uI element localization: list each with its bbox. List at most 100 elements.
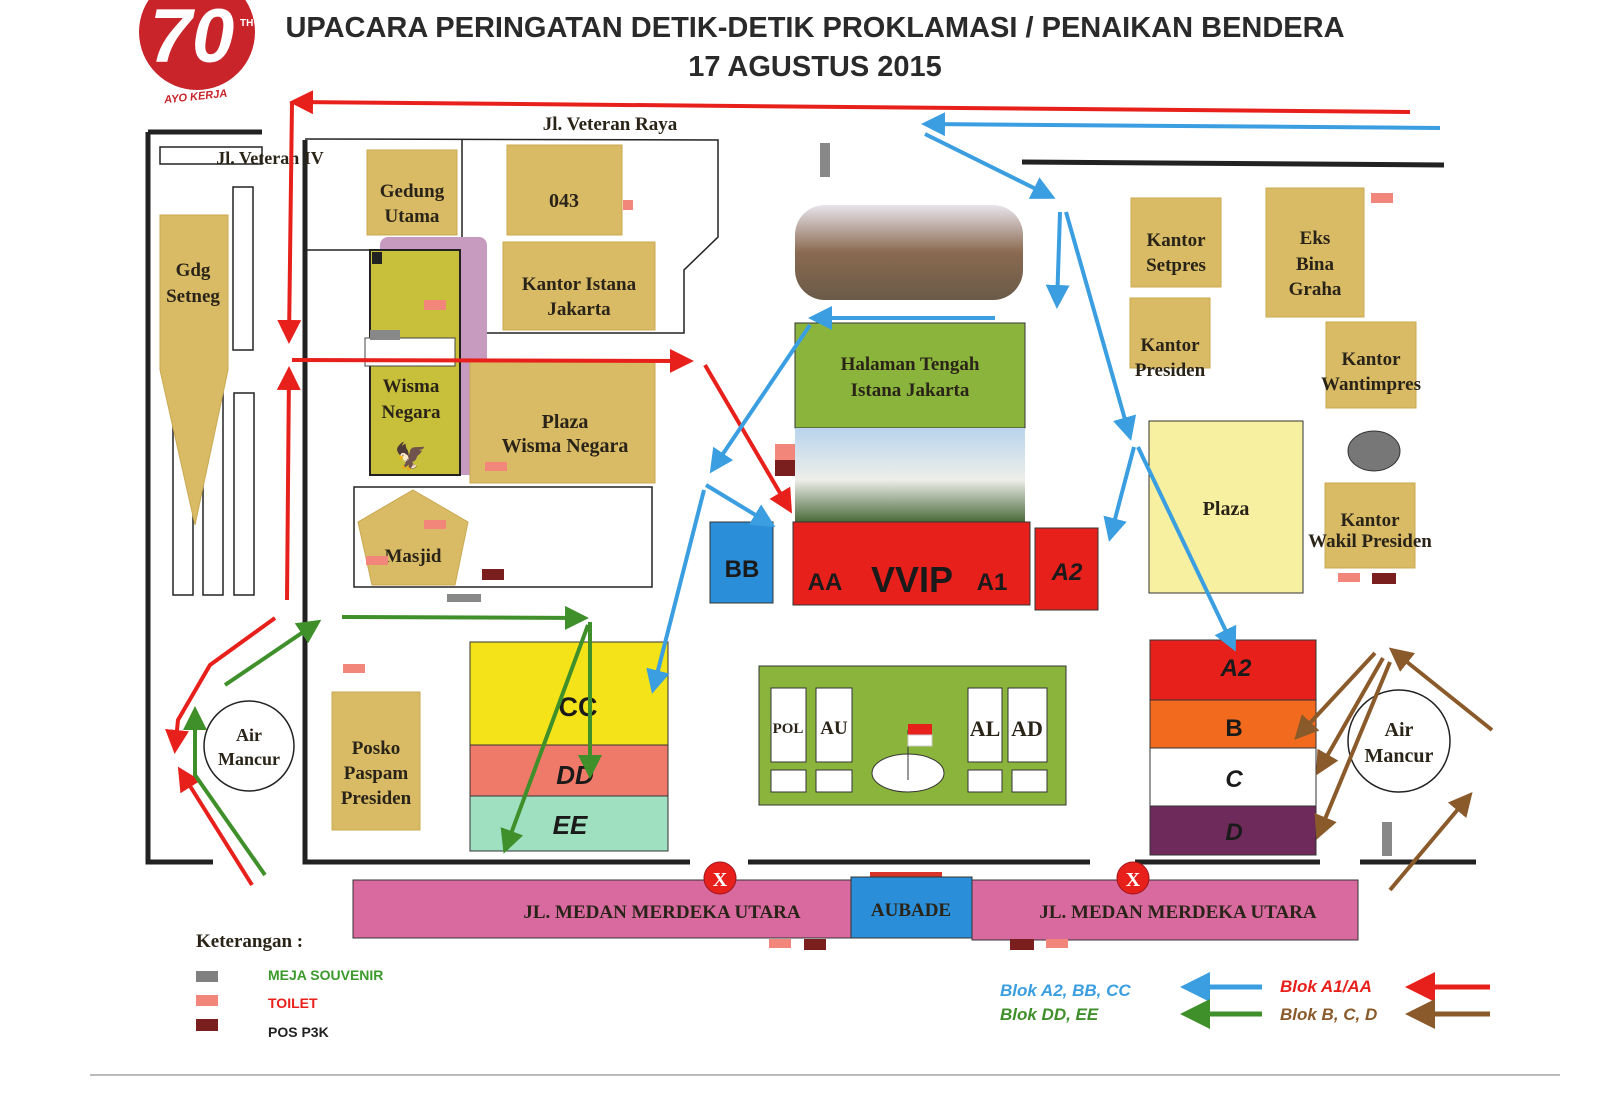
legend-route-blue: Blok A2, BB, CC (1000, 981, 1131, 1000)
logo-number: 70 (150, 0, 235, 79)
map-label: Mancur (218, 749, 280, 769)
troop-al: AL (970, 716, 1001, 741)
map-label: Air (236, 725, 262, 745)
building-gdg-setneg: Gdg Setneg (159, 214, 229, 526)
souvenir-marker (447, 594, 481, 602)
legend-toilet: TOILET (268, 995, 318, 1011)
map-label: Air (1385, 719, 1414, 741)
block-a2: A2 (1149, 639, 1317, 701)
map-label: C (1225, 766, 1243, 793)
map-label: Wantimpres (1321, 374, 1421, 395)
ceremony-field: POL AU AL AD (758, 665, 1067, 806)
building-043: 043 (506, 144, 633, 236)
building-masjid: Masjid (357, 489, 504, 602)
aubade-label: AUBADE (871, 900, 951, 921)
first-aid-swatch (196, 1019, 218, 1031)
map-label: Gdg (176, 260, 211, 281)
toilet-marker (424, 520, 446, 529)
building-kantor-setpres: Kantor Setpres (1130, 197, 1222, 288)
map-label: Mancur (1365, 745, 1434, 767)
block-d: D (1149, 805, 1317, 856)
map-label: Presiden (1135, 360, 1206, 381)
map-label: Masjid (385, 546, 442, 567)
building-eks-bina-graha: Eks Bina Graha (1265, 187, 1393, 318)
map-label: Setpres (1146, 255, 1206, 276)
map-label: Kantor (1341, 349, 1401, 370)
fountain-left: Air Mancur (203, 700, 295, 792)
building-kantor-wantimpres: Kantor Wantimpres (1321, 321, 1421, 409)
map-label: Graha (1289, 279, 1342, 300)
map-label: X (713, 869, 728, 891)
istana-merdeka-photo (795, 428, 1025, 522)
flag-icon (908, 724, 932, 735)
road-medan-merdeka-utara: JL. MEDAN MERDEKA UTARA AUBADE JL. MEDAN… (352, 872, 1359, 950)
building-kantor-istana-jakarta: Kantor Istana Jakarta (502, 241, 656, 331)
map-label: Wakil Presiden (1308, 531, 1432, 552)
map-label: Wisma Negara (502, 435, 629, 457)
building-wisma-negara: Wisma Negara 🦅 (364, 237, 487, 476)
logo-suffix: TH (240, 18, 253, 29)
map-label: A2 (1051, 559, 1083, 586)
page-subtitle-date: 17 AGUSTUS 2015 (688, 51, 942, 83)
legend-title: Keterangan : (196, 931, 303, 952)
toilet-marker (1338, 573, 1360, 582)
first-aid-marker (775, 460, 795, 476)
toilet-marker (366, 556, 388, 565)
map-label: Setneg (166, 286, 220, 307)
toilet-marker (485, 462, 507, 471)
closed-marker-left: X (703, 861, 737, 895)
route-arrows-red (165, 90, 1411, 887)
street-label-veteran-iv: Jl. Veteran IV (216, 148, 324, 168)
logo-tagline: AYO KERJA (163, 88, 228, 107)
souvenir-marker (1382, 822, 1392, 856)
map-label: A1 (977, 569, 1008, 596)
block-b: B (1149, 699, 1317, 749)
block-cc: CC (469, 641, 669, 746)
map-label: Negara (381, 402, 441, 423)
block-ee: EE (469, 795, 669, 852)
map-label: Wisma (383, 376, 440, 397)
troop-ad: AD (1011, 716, 1043, 741)
building-plaza-wisma-negara: Plaza Wisma Negara (469, 359, 656, 484)
fountain-right: Air Mancur (1347, 689, 1451, 793)
map-label: Kantor (1140, 335, 1200, 356)
map-label: Plaza (542, 411, 589, 433)
legend-first-aid: POS P3K (268, 1024, 329, 1040)
map-label: VVIP (871, 559, 953, 600)
map-label: JL. MEDAN MERDEKA UTARA (523, 902, 801, 923)
block-vvip: AA VVIP A1 (792, 521, 1031, 606)
map-label: Halaman Tengah (841, 354, 980, 375)
map-label: Gedung (380, 181, 445, 202)
map-label: Bina (1296, 254, 1335, 275)
first-aid-marker (1372, 573, 1396, 584)
toilet-marker (775, 444, 795, 460)
toilet-marker (623, 200, 633, 210)
map-label: Eks (1300, 228, 1331, 249)
legend-route-brown: Blok B, C, D (1280, 1005, 1377, 1024)
building-kantor-wakil-presiden: Kantor Wakil Presiden (1308, 482, 1432, 584)
garuda-emblem-icon: 🦅 (395, 440, 427, 471)
map-label: AA (808, 569, 843, 596)
map-label: Utama (385, 206, 440, 227)
anniversary-logo: 70 TH AYO KERJA (139, 0, 255, 106)
route-arrows-green (183, 605, 602, 877)
toilet-marker (424, 300, 446, 310)
closed-marker-right: X (1116, 861, 1150, 895)
route-arrows-blue (646, 112, 1441, 694)
map-label: A2 (1220, 655, 1252, 682)
troop-pol: POL (773, 721, 804, 737)
block-bb: BB (709, 521, 774, 604)
block-a2-top: A2 (1034, 527, 1099, 611)
toilet-marker (1371, 193, 1393, 203)
map-label: X (1126, 869, 1141, 891)
map-label: Kantor (1340, 510, 1400, 531)
map-label: EE (553, 810, 588, 840)
troop-au: AU (820, 718, 848, 739)
map-label: 043 (549, 190, 579, 212)
map-label: D (1225, 819, 1242, 846)
legend: Keterangan : MEJA SOUVENIR TOILET POS P3… (196, 931, 1490, 1040)
palace-photo (795, 205, 1023, 300)
block-dd: DD (469, 744, 669, 797)
